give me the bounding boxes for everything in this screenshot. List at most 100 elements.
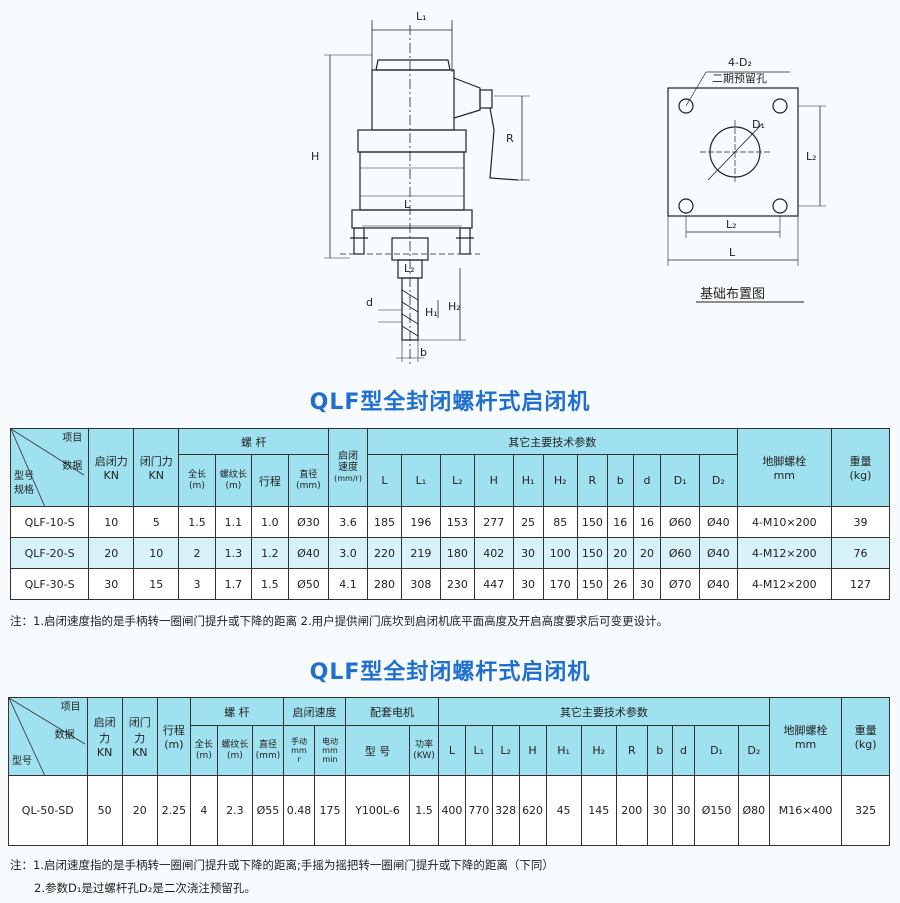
table-cell: Ø55	[251, 775, 284, 846]
table-cell: 0.48	[282, 775, 315, 846]
table-cell: 150	[576, 506, 608, 538]
table-cell: 2.3	[216, 775, 253, 846]
table1-param-col: R	[576, 454, 608, 507]
table-cell: 3.0	[328, 537, 368, 569]
table-cell: 170	[542, 568, 578, 600]
corner-item: 项目	[62, 433, 83, 444]
table-cell: 400	[438, 775, 466, 846]
col2-total-len: 全长(m)	[189, 725, 218, 776]
col2-thread-len: 螺纹长(m)	[216, 725, 253, 776]
table-cell: Ø60	[660, 537, 700, 569]
technical-drawing-area: L₁ H R L L₂ d H₁ H₂ b	[0, 0, 900, 380]
table-cell: 145	[580, 775, 617, 846]
hoist-side-view	[324, 20, 530, 365]
table-cell: M16×400	[768, 775, 843, 846]
table1-param-col: H₂	[542, 454, 578, 507]
table-cell: 5	[133, 506, 180, 538]
table2-param-col: L₂	[491, 725, 520, 776]
table-cell: Ø30	[287, 506, 330, 538]
table2-param-col: H₁	[545, 725, 582, 776]
table-cell: 1.5	[178, 506, 216, 538]
col2-power: 功率(KW)	[409, 725, 439, 776]
label-d: d	[366, 296, 373, 309]
table-cell: 277	[473, 506, 514, 538]
table-cell: 15	[133, 568, 180, 600]
table1-param-col: L₂	[439, 454, 475, 507]
table2-param-col: d	[671, 725, 696, 776]
table2-param-col: L₁	[464, 725, 493, 776]
table-cell: QLF-20-S	[9, 537, 90, 569]
label-l2-plan: L₂	[726, 218, 737, 231]
table-cell: 4-M10×200	[736, 506, 832, 538]
table-cell: 200	[615, 775, 648, 846]
col2-stroke: 行程(m)	[156, 697, 191, 776]
table-cell: 10	[88, 506, 135, 538]
table-cell: 20	[606, 537, 634, 569]
label-r: R	[506, 132, 514, 145]
label-b: b	[420, 346, 427, 359]
table-cell: 76	[830, 537, 891, 569]
label-holes: 4-D₂	[728, 56, 752, 69]
corner-spec: 规格	[14, 485, 34, 496]
table-cell: 230	[439, 568, 475, 600]
table-cell: 127	[830, 568, 891, 600]
table-cell: 30	[88, 568, 135, 600]
corner2-data: 数据	[54, 730, 75, 741]
table-cell: Ø40	[699, 568, 738, 600]
table-cell: 620	[518, 775, 547, 846]
table-cell: 1.5	[251, 568, 289, 600]
table2-note-1: 注：1.启闭速度指的是手柄转一圈闸门提升或下降的距离;手摇为摇把转一圈闸门提升或…	[10, 858, 554, 872]
table-cell: 30	[632, 568, 662, 600]
table-cell: 4-M12×200	[736, 568, 832, 600]
table-cell: 150	[576, 568, 608, 600]
table1-corner-header: 项目 数据 型号 规格	[9, 428, 90, 507]
table-cell: QLF-30-S	[9, 568, 90, 600]
table-cell: 328	[491, 775, 520, 846]
table-cell: 220	[366, 537, 403, 569]
table-cell: QL-50-SD	[8, 775, 88, 846]
table-cell: 30	[512, 537, 544, 569]
label-h: H	[311, 150, 319, 163]
table-cell: 16	[606, 506, 634, 538]
table1-param-col: H₁	[512, 454, 544, 507]
table-cell: 2.25	[156, 775, 191, 846]
table-cell: 4-M12×200	[736, 537, 832, 569]
col-speed: 启闭速度(mm/r)	[328, 428, 368, 507]
table-cell: 26	[606, 568, 634, 600]
label-h1: H₁	[425, 306, 438, 319]
label-l-center: L	[404, 198, 411, 211]
col-thread-len: 螺纹长(m)	[214, 454, 253, 507]
table-cell: 180	[439, 537, 475, 569]
table-cell: 16	[632, 506, 662, 538]
table-cell: 100	[542, 537, 578, 569]
table1-param-col: D₁	[660, 454, 700, 507]
corner-model: 型号	[14, 471, 34, 482]
table1-param-col: b	[606, 454, 634, 507]
table-cell: 2	[178, 537, 216, 569]
table2-param-col: D₁	[694, 725, 739, 776]
col-stroke: 行程	[251, 454, 289, 507]
col2-group-speed: 启闭速度	[282, 697, 346, 726]
label-d1: D₁	[752, 118, 765, 131]
table-cell: 308	[401, 568, 441, 600]
table-cell: 1.3	[214, 537, 253, 569]
col2-group-other: 其它主要技术参数	[438, 697, 770, 726]
table2-param-col: L	[438, 725, 466, 776]
col2-group-motor: 配套电机	[344, 697, 440, 726]
table-cell: QLF-10-S	[9, 506, 90, 538]
table1-param-col: L	[366, 454, 403, 507]
table1-title: QLF型全封闭螺杆式启闭机	[309, 390, 591, 415]
table1-param-col: D₂	[699, 454, 738, 507]
col2-diameter: 直径(mm)	[251, 725, 284, 776]
label-l1: L₁	[416, 10, 427, 23]
label-l2-shaft: L₂	[404, 262, 415, 275]
table1-param-col: L₁	[401, 454, 441, 507]
hoist-drawings: L₁ H R L L₂ d H₁ H₂ b	[311, 10, 826, 365]
table-cell: 45	[545, 775, 582, 846]
table2-param-col: H	[518, 725, 547, 776]
